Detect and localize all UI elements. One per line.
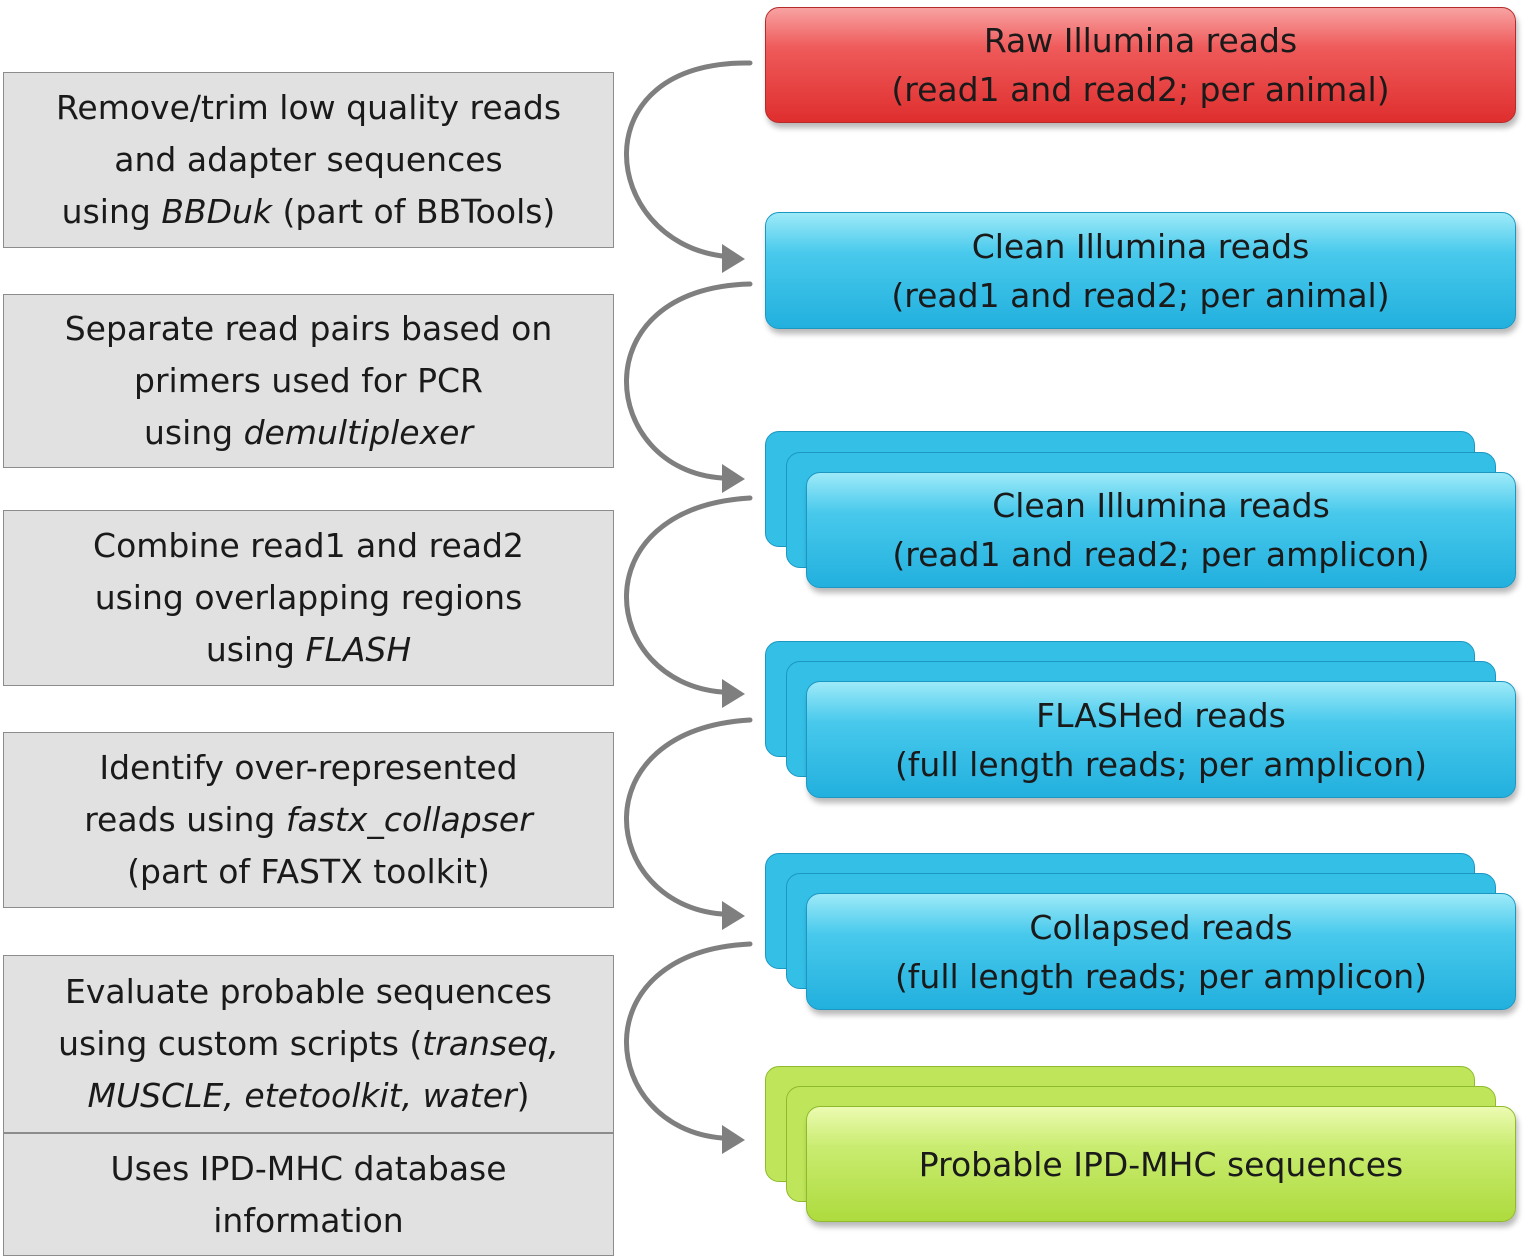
step-text-line: Remove/trim low quality reads [56,82,561,134]
step-text-line: Separate read pairs based on [65,303,553,355]
step-text: primers used for PCR [134,361,483,400]
tool-name: MUSCLE, etetoolkit, water [87,1076,517,1115]
step-text: (part of BBTools) [272,192,556,231]
connector-arrow [624,941,753,1141]
output-clean-reads-per-amplicon: Clean Illumina reads (read1 and read2; p… [806,472,1516,588]
step-text-line: reads using fastx_collapser [84,794,533,846]
arrowhead-icon [722,244,745,273]
step-text: using [205,630,306,669]
step-text-line: Combine read1 and read2 [93,520,524,572]
arrowhead-icon [722,464,745,493]
arrowhead-icon [722,679,745,708]
step-text-line: information [213,1195,403,1247]
step-text: Separate read pairs based on [64,309,553,348]
connector-arrow [624,281,753,481]
step-combine-reads: Combine read1 and read2 using overlapping… [3,510,614,686]
output-title: Collapsed reads [1029,907,1293,947]
step-text-line: using custom scripts (transeq, [58,1018,559,1070]
step-text: using custom scripts ( [58,1024,423,1063]
output-title: FLASHed reads [1036,695,1286,735]
step-text: using overlapping regions [94,578,523,617]
output-collapsed-reads: Collapsed reads (full length reads; per … [806,893,1516,1010]
tool-name: transeq, [422,1024,559,1063]
step-text: (part of FASTX toolkit) [127,852,490,891]
step-text: and adapter sequences [114,140,503,179]
step-text-line: using BBDuk (part of BBTools) [62,186,556,238]
output-title: Raw Illumina reads [983,21,1298,60]
step-text-line: using overlapping regions [95,572,523,624]
step-trim-reads: Remove/trim low quality reads and adapter… [3,72,614,248]
step-text: Combine read1 and read2 [93,526,524,565]
output-title: Clean Illumina reads [992,486,1330,525]
output-subtitle: (read1 and read2; per animal) [891,275,1390,315]
output-subtitle: (full length reads; per amplicon) [894,956,1428,996]
step-text-line: primers used for PCR [134,355,483,407]
step-identify-over-represented: Identify over-represented reads using fas… [3,732,614,908]
step-text: ) [516,1076,530,1115]
step-text-line: MUSCLE, etetoolkit, water) [88,1070,530,1122]
output-subtitle: (full length reads; per amplicon) [894,744,1428,784]
output-flashed-reads: FLASHed reads (full length reads; per am… [806,681,1516,798]
step-text-line: using demultiplexer [144,407,473,459]
output-clean-reads-per-animal: Clean Illumina reads (read1 and read2; p… [765,212,1516,329]
output-title: Probable IPD-MHC sequences [918,1144,1404,1184]
connector-arrow [624,717,753,917]
step-text: using [61,192,162,231]
step-text: Identify over-represented [99,748,518,787]
step-text-line: Identify over-represented [99,742,517,794]
step-text-line: Uses IPD-MHC database [110,1143,506,1195]
step-text-line: Evaluate probable sequences [65,966,552,1018]
output-probable-ipd-mhc-sequences: Probable IPD-MHC sequences [806,1106,1516,1222]
step-text: reads using [84,800,286,839]
output-raw-illumina-reads: Raw Illumina reads (read1 and read2; per… [765,7,1516,123]
step-text-line: using FLASH [206,624,411,676]
output-subtitle: (read1 and read2; per amplicon) [892,535,1430,574]
output-title: Clean Illumina reads [971,226,1310,266]
step-separate-read-pairs: Separate read pairs based on primers used… [3,294,614,468]
tool-name: demultiplexer [243,413,474,452]
step-ipd-mhc-database: Uses IPD-MHC database information [3,1133,614,1256]
step-text: Uses IPD-MHC database [110,1148,507,1188]
step-text: information [213,1200,404,1240]
step-text: Remove/trim low quality reads [55,88,562,127]
tool-name: BBDuk [161,192,273,231]
step-evaluate-probable-sequences: Evaluate probable sequences using custom … [3,955,614,1133]
arrowhead-icon [722,901,745,930]
arrowhead-icon [722,1125,745,1154]
step-text-line: (part of FASTX toolkit) [127,846,490,898]
connector-arrow [624,495,753,695]
step-text-line: and adapter sequences [114,134,502,186]
step-text: using [143,413,244,452]
tool-name: FLASH [305,630,412,669]
output-subtitle: (read1 and read2; per animal) [891,70,1390,109]
step-text: Evaluate probable sequences [65,972,552,1011]
connector-arrow [624,60,753,259]
tool-name: fastx_collapser [285,800,533,839]
